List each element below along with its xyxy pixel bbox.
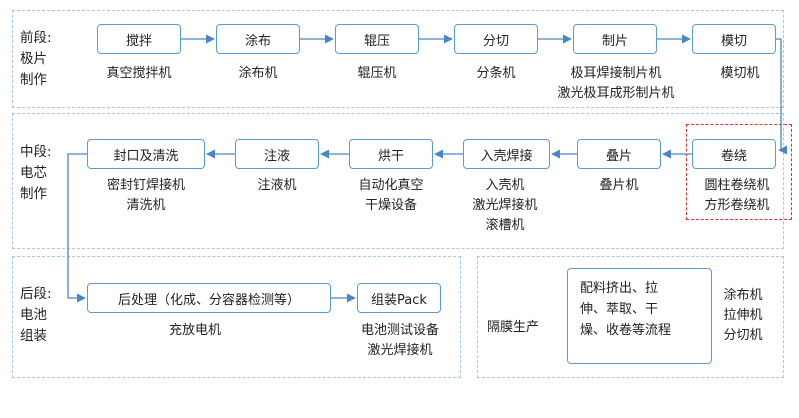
- step-box-mixing: 搅拌: [97, 24, 181, 54]
- flow-connector: [776, 38, 788, 155]
- stage-label-line: 电池: [20, 307, 47, 323]
- back-stage-label: 后段: 电池 组装: [20, 284, 52, 347]
- equipment-item: 叠片机: [599, 178, 639, 193]
- middle-stage-section: [12, 113, 784, 249]
- equipment-item: 清洗机: [126, 198, 166, 213]
- equipment-item: 注液机: [257, 178, 297, 193]
- step-box-electrolyte-filling: 注液: [235, 139, 319, 169]
- step-box-sheet-making: 制片: [573, 24, 657, 54]
- stage-label-line: 组装: [20, 328, 47, 344]
- equipment-item: 真空搅拌机: [106, 66, 172, 81]
- equipment-item: 激光焊接机: [367, 343, 433, 358]
- back-stage-section: [12, 256, 461, 378]
- equipment-item: 涂布机: [723, 288, 763, 303]
- step-box-post-processing: 后处理（化成、分容器检测等）: [87, 283, 331, 313]
- equipment-item: 激光焊接机: [472, 198, 538, 213]
- middle-stage-label: 中段: 电芯 制作: [20, 142, 52, 205]
- equipment-item: 激光极耳成形制片机: [557, 86, 675, 101]
- stage-label-line: 前段:: [20, 30, 52, 46]
- equipment-item: 辊压机: [357, 66, 397, 81]
- front-stage-section: [12, 10, 784, 108]
- equipment-item: 分切机: [723, 328, 763, 343]
- step-box-stacking: 叠片: [577, 139, 661, 169]
- equipment-mixing: 真空搅拌机: [106, 64, 171, 84]
- equipment-casing-welding: 入壳机 激光焊接机 滚槽机: [472, 176, 537, 236]
- stage-label-line: 电芯: [20, 165, 47, 181]
- equipment-item: 滚槽机: [485, 218, 525, 233]
- equipment-coating: 涂布机: [238, 64, 277, 84]
- equipment-drying: 自动化真空 干燥设备: [358, 176, 423, 216]
- stage-label-line: 制作: [20, 186, 47, 202]
- equipment-pack-assembly: 电池测试设备 激光焊接机: [361, 321, 439, 361]
- step-box-rolling: 辊压: [335, 24, 419, 54]
- winding-highlight-frame: [686, 124, 792, 220]
- step-box-coating: 涂布: [216, 24, 300, 54]
- stage-label-line: 极片: [20, 51, 47, 67]
- equipment-item: 干燥设备: [364, 198, 418, 213]
- equipment-sheet-making: 极耳焊接制片机 激光极耳成形制片机: [557, 64, 674, 104]
- stage-label-line: 制作: [20, 72, 47, 88]
- step-box-sealing-cleaning: 封口及清洗: [87, 139, 205, 169]
- equipment-item: 圆柱卷绕机: [704, 178, 770, 193]
- equipment-sealing-cleaning: 密封钉焊接机 清洗机: [107, 176, 185, 216]
- equipment-item: 涂布机: [238, 66, 278, 81]
- stage-label-line: 后段:: [20, 286, 52, 302]
- separator-process-line: 配料挤出、拉: [580, 281, 659, 296]
- step-box-slitting: 分切: [454, 24, 538, 54]
- separator-section: [477, 256, 784, 378]
- equipment-item: 自动化真空: [358, 178, 424, 193]
- equipment-electrolyte-filling: 注液机: [257, 176, 296, 196]
- step-box-drying: 烘干: [349, 139, 433, 169]
- equipment-item: 极耳焊接制片机: [570, 66, 662, 81]
- equipment-item: 拉伸机: [723, 308, 763, 323]
- step-box-winding: 卷绕: [692, 139, 776, 169]
- equipment-item: 模切机: [720, 66, 760, 81]
- equipment-die-cutting: 模切机: [720, 64, 759, 84]
- equipment-item: 入壳机: [485, 178, 525, 193]
- separator-production-label: 隔膜生产: [487, 320, 540, 335]
- flow-connector: [67, 153, 87, 303]
- step-box-pack-assembly: 组装Pack: [357, 283, 441, 313]
- equipment-item: 密封钉焊接机: [106, 178, 186, 193]
- equipment-post-processing: 充放电机: [169, 321, 221, 341]
- step-box-die-cutting: 模切: [692, 24, 776, 54]
- front-stage-label: 前段: 极片 制作: [20, 28, 52, 91]
- equipment-rolling: 辊压机: [357, 64, 396, 84]
- equipment-item: 充放电机: [168, 323, 222, 338]
- equipment-item: 分条机: [476, 66, 516, 81]
- separator-process-box: 配料挤出、拉 伸、萃取、干 燥、收卷等流程: [567, 268, 712, 364]
- equipment-slitting: 分条机: [476, 64, 515, 84]
- equipment-winding: 圆柱卷绕机 方形卷绕机: [704, 176, 769, 216]
- step-box-casing-welding: 入壳焊接: [463, 139, 550, 169]
- equipment-item: 方形卷绕机: [704, 198, 770, 213]
- equipment-item: 电池测试设备: [360, 323, 440, 338]
- equipment-stacking: 叠片机: [599, 176, 638, 196]
- stage-label-line: 中段:: [20, 144, 52, 160]
- equipment-separator: 涂布机 拉伸机 分切机: [723, 286, 762, 346]
- separator-process-line: 燥、收卷等流程: [580, 323, 672, 338]
- separator-process-line: 伸、萃取、干: [580, 302, 659, 317]
